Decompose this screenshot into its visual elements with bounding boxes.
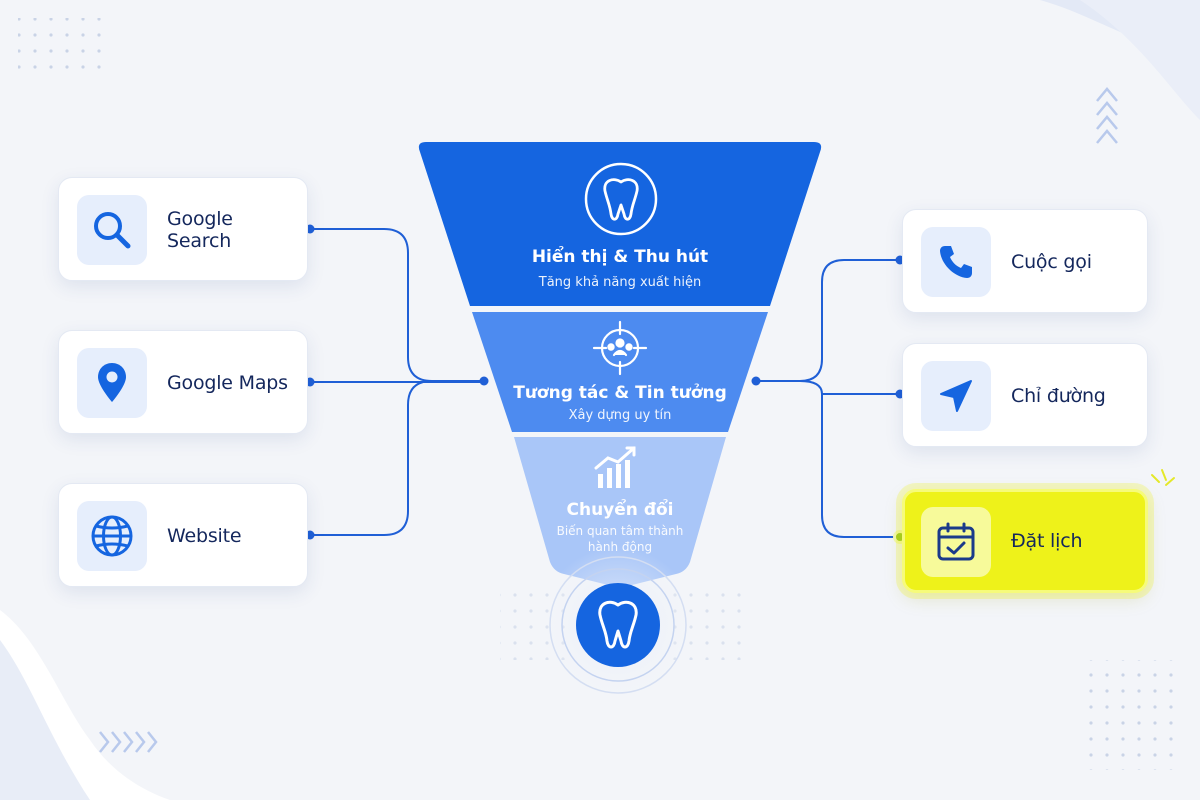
tier1-subtitle: Tăng khả năng xuất hiện [538, 275, 702, 290]
connector-dot-funnel-left [479, 376, 489, 386]
map-pin-icon [98, 363, 126, 402]
tier3-subtitle-line1: Biến quan tâm thành [556, 524, 684, 538]
tier3-subtitle-line2: hành động [587, 540, 653, 554]
connector-dot-funnel-right [751, 376, 761, 386]
source-card-website[interactable]: Website [58, 483, 308, 587]
bottom-ring-outer [549, 556, 687, 694]
navigation-arrow-icon [940, 380, 972, 412]
decor-chevrons-up [1096, 87, 1118, 144]
source-label-website: Website [167, 525, 242, 547]
bottom-ring-inner [561, 568, 675, 682]
globe-icon-box [77, 501, 147, 571]
navigation-arrow-icon-box [921, 361, 991, 431]
calendar-check-icon-box [921, 507, 991, 577]
source-card-google-maps[interactable]: Google Maps [58, 330, 308, 434]
decor-dots-top-left [18, 18, 108, 74]
bottom-badge [576, 583, 660, 667]
decor-blob-top-right-2 [1080, 0, 1200, 120]
source-label-google-maps: Google Maps [167, 372, 288, 394]
funnel-tier-1 [418, 142, 822, 306]
growth-chart-icon [594, 446, 636, 488]
tier3-title: Chuyển đổi [566, 500, 674, 520]
tier2-subtitle: Xây dựng uy tín [568, 408, 672, 423]
action-label-call: Cuộc gọi [1011, 251, 1092, 273]
source-label-google-search: Google Search [167, 208, 233, 252]
decor-dots-bottom-right [1080, 660, 1176, 770]
tier2-title: Tương tác & Tin tưởng [513, 383, 727, 403]
action-label-booking: Đặt lịch [1011, 530, 1083, 552]
action-card-call[interactable]: Cuộc gọi [902, 209, 1148, 313]
sparkle-icon [1151, 469, 1175, 486]
tier1-icon-ring [584, 162, 658, 236]
map-pin-icon-box [77, 348, 147, 418]
tier1-title: Hiển thị & Thu hút [531, 247, 709, 267]
source-card-google-search[interactable]: Google Search [58, 177, 308, 281]
phone-icon [940, 246, 972, 278]
search-icon [94, 212, 131, 249]
search-icon-box [77, 195, 147, 265]
action-label-directions: Chỉ đường [1011, 385, 1106, 407]
action-card-booking[interactable]: Đặt lịch [902, 489, 1148, 593]
globe-icon [91, 515, 133, 557]
tooth-icon [598, 600, 638, 649]
action-card-directions[interactable]: Chỉ đường [902, 343, 1148, 447]
left-connectors [310, 228, 484, 536]
phone-icon-box [921, 227, 991, 297]
right-connectors [756, 259, 900, 538]
decor-chevrons-right [99, 731, 158, 753]
target-audience-icon [592, 320, 648, 376]
decor-blob-bottom-left-2 [0, 640, 90, 800]
tooth-icon [603, 178, 639, 221]
funnel-tier-3 [514, 437, 726, 588]
calendar-check-icon [937, 522, 975, 561]
